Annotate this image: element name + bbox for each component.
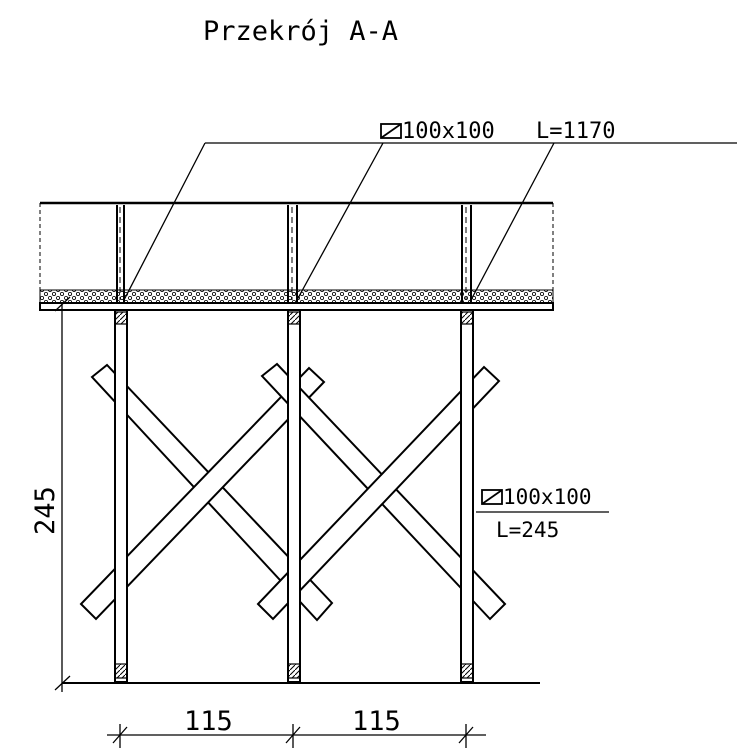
main-beam: [39, 302, 554, 311]
height-dimension: [54, 296, 71, 692]
spacing-right-text: 115: [352, 706, 401, 737]
beam-length-text: L=1170: [536, 119, 615, 144]
post-label: 100x100 L=245: [476, 485, 609, 542]
post-middle: [287, 309, 301, 683]
drawing-title: Przekrój A-A: [203, 16, 398, 47]
post-wedges: [114, 311, 474, 679]
post-length-text: L=245: [496, 518, 559, 542]
square-section-icon: [481, 489, 503, 505]
beam-section-text: 100x100: [402, 119, 495, 144]
post-right: [460, 309, 474, 683]
post-left: [114, 309, 128, 683]
brace-right-up: [256, 365, 501, 621]
square-section-icon: [380, 123, 402, 139]
height-dimension-text: 245: [30, 486, 61, 535]
brace-left-up: [79, 366, 326, 621]
beam-leaders: [123, 142, 737, 301]
spacing-left-text: 115: [184, 706, 233, 737]
formwork-stiffeners: [116, 205, 472, 303]
formwork-box: [39, 201, 554, 290]
spacing-dimension: [107, 724, 486, 748]
post-section-text: 100x100: [503, 485, 592, 509]
beam-label: 100x100 L=1170: [380, 119, 615, 144]
posts: [114, 309, 474, 683]
cross-braces: [79, 362, 507, 622]
